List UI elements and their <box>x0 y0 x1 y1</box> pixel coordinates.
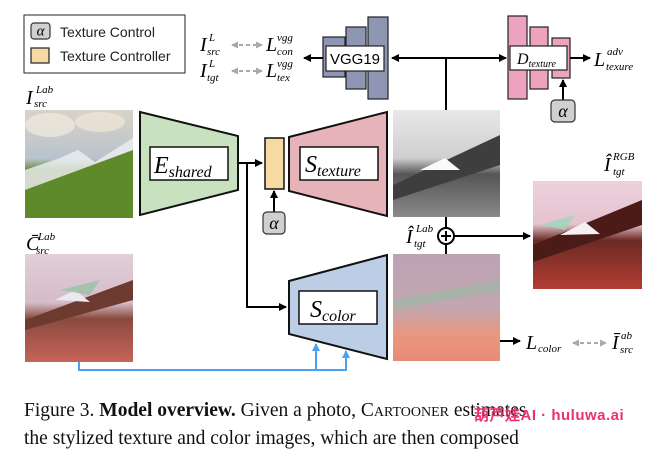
var-i-tgt-l: I <box>199 60 208 82</box>
caption-line-1: Figure 3. Model overview. Given a photo,… <box>24 397 644 425</box>
cartoon-color-image <box>25 254 133 362</box>
rgb-output-image <box>533 181 642 289</box>
alpha-controller-box <box>262 211 286 235</box>
alpha-controller-symbol: α <box>269 213 279 233</box>
var-l-con-vgg: L <box>265 34 277 56</box>
var-i-src-lab-main: I <box>25 87 34 109</box>
var-c-src-lab: C̄ Lab src <box>26 231 56 257</box>
color-decoder-label: Scolor <box>310 297 357 325</box>
encoder-label: Eshared <box>153 153 213 181</box>
texture-decoder-label: Stexture <box>305 152 361 180</box>
var-i-src-l-sub: src <box>207 46 220 58</box>
vgg19-label: VGG19 <box>330 51 380 68</box>
alpha-legend-icon <box>30 22 51 40</box>
source-photo <box>25 110 133 218</box>
skip-connection-line <box>78 362 347 371</box>
var-l-con-vgg-sup: vgg <box>277 32 293 44</box>
vgg19-block: VGG19 <box>322 16 389 100</box>
controller-legend-icon <box>30 47 50 64</box>
alpha-legend-symbol: α <box>37 24 46 40</box>
var-i-tgt-rgb-hat: Î RGB tgt <box>603 151 635 178</box>
var-l-con-vgg-sub: con <box>277 46 293 58</box>
var-l-color-sub: color <box>538 343 562 355</box>
vgg-loss-labels: I L src L vgg con I L tgt L vgg tex <box>199 32 293 84</box>
var-i-src-ab-sup: ab <box>621 330 633 342</box>
var-l-color-main: L <box>525 332 537 354</box>
var-i-tgt-rgb-hat-sub: tgt <box>613 166 626 178</box>
var-i-src-l: I <box>199 34 208 56</box>
var-l-texure-adv-sub: texure <box>606 61 633 73</box>
legend-frame <box>23 14 186 74</box>
texture-decoder-block: Stexture <box>288 110 388 218</box>
color-decoder-block: Scolor <box>288 253 388 361</box>
discriminator-block: Dtexture <box>507 15 571 100</box>
caption-line-2: the stylized texture and color images, w… <box>24 428 519 449</box>
legend-label-texture-controller: Texture Controller <box>60 48 171 64</box>
var-l-texure-adv-main: L <box>593 49 605 71</box>
var-i-tgt-rgb-hat-sup: RGB <box>612 151 635 163</box>
caption-text-a: Given a photo, C <box>235 400 374 421</box>
var-l-texure-adv: L adv texure <box>593 46 633 73</box>
var-i-src-lab-sub: src <box>34 98 47 110</box>
var-i-tgt-lab-hat: Î Lab tgt <box>405 223 434 250</box>
var-l-tex-vgg-sub: tex <box>277 72 290 84</box>
legend-label-texture-control: Texture Control <box>60 24 155 40</box>
var-i-src-lab-sup: Lab <box>35 84 54 96</box>
var-i-src-l-sup: L <box>208 32 215 44</box>
watermark: 葫芦娃AI · huluwa.ai <box>474 407 625 424</box>
alpha-discriminator-symbol: α <box>558 101 568 121</box>
legend: α Texture Control Texture Controller <box>23 14 186 74</box>
var-i-src-lab: I Lab src <box>25 84 54 110</box>
discriminator-label: Dtexture <box>516 51 557 70</box>
color-loss-labels: L color Ī ab src <box>525 330 633 356</box>
color-output-image <box>393 254 500 361</box>
var-c-src-lab-main: C̄ <box>26 233 40 255</box>
alpha-discriminator-box <box>550 99 576 123</box>
var-i-tgt-lab-hat-sub: tgt <box>414 238 427 250</box>
caption-method-name: artooner <box>373 400 450 421</box>
var-i-src-ab-main: Ī <box>611 332 621 354</box>
var-c-src-lab-sup: Lab <box>37 231 56 243</box>
var-l-tex-vgg: L <box>265 60 277 82</box>
var-i-src-ab-sub: src <box>620 344 633 356</box>
var-l-texure-adv-sup: adv <box>607 46 623 58</box>
var-i-tgt-rgb-hat-main: Î <box>603 153 612 176</box>
var-i-tgt-lab-hat-main: Î <box>405 225 414 248</box>
caption-text-b: estimates <box>449 400 527 421</box>
encoder-block: Eshared <box>139 110 239 217</box>
var-i-tgt-lab-hat-sup: Lab <box>415 223 434 235</box>
var-i-tgt-l-sub: tgt <box>207 72 220 84</box>
encoder-to-color-arrow <box>246 163 287 311</box>
texture-controller <box>264 137 285 190</box>
texture-output-image <box>393 110 500 217</box>
var-i-tgt-l-sup: L <box>208 58 215 70</box>
caption-title: Model overview. <box>99 400 236 421</box>
caption-prefix: Figure 3. <box>24 400 100 421</box>
figure-caption: Figure 3. Model overview. Given a photo,… <box>24 397 644 453</box>
var-l-tex-vgg-sup: vgg <box>277 58 293 70</box>
